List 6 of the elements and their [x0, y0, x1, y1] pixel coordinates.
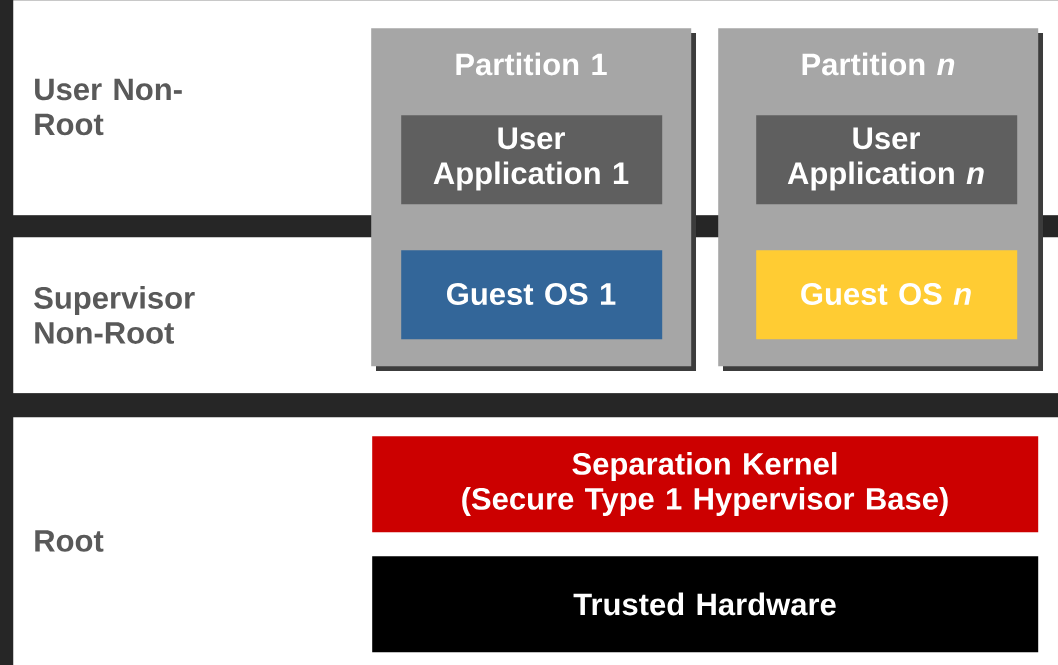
guest-os-box: Guest OS 1: [401, 250, 663, 340]
application-box: User Application 1: [401, 115, 663, 205]
guest-os-box: Guest OS n: [756, 250, 1018, 340]
kernel-box: Separation Kernel (Secure Type 1 Hypervisor Base): [372, 436, 1039, 533]
hardware-box: Trusted Hardware: [372, 556, 1039, 653]
application-box: User Application n: [756, 115, 1018, 205]
